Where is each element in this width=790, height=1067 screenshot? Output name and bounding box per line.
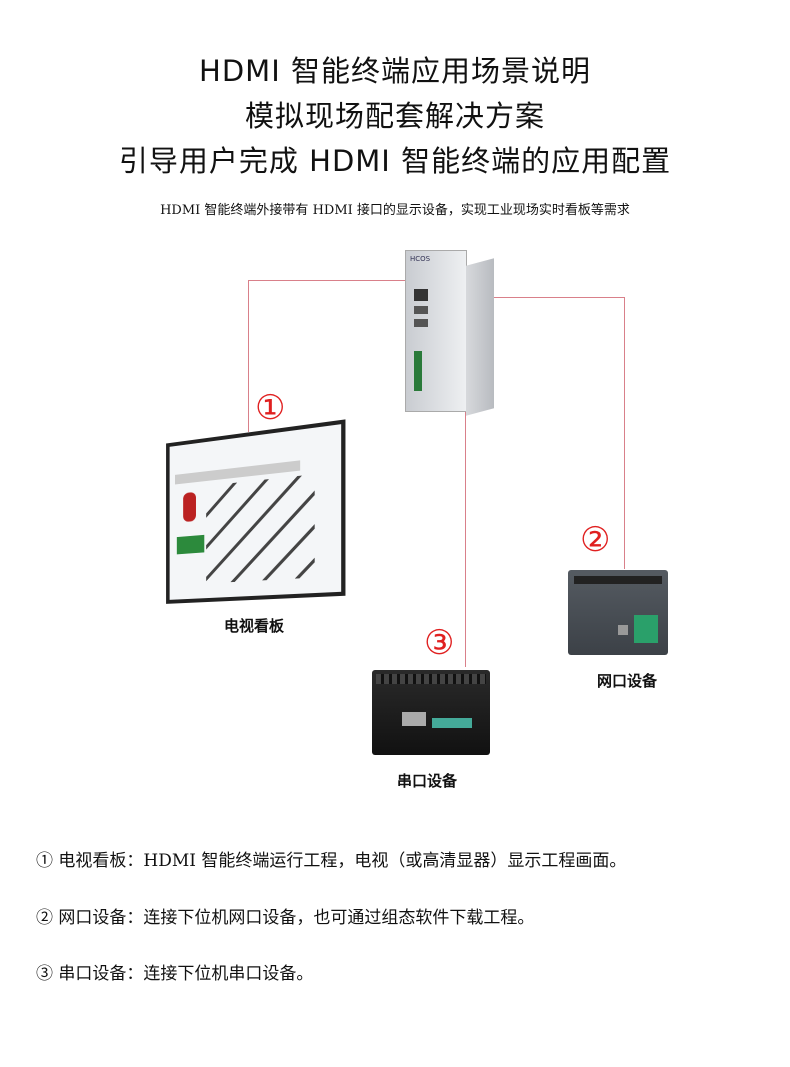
- tv-screen: [166, 419, 345, 603]
- marker-2: ②: [580, 520, 610, 560]
- terminal-strip: [376, 674, 486, 684]
- note-tv: ① 电视看板：HDMI 智能终端运行工程，电视（或高清显器）显示工程画面。: [36, 846, 626, 871]
- tv-label: 电视看板: [224, 615, 284, 636]
- network-connection-line: [624, 297, 625, 569]
- usb-port: [414, 319, 428, 327]
- network-plc-device: [568, 570, 668, 655]
- title-line-2: 模拟现场配套解决方案: [0, 93, 790, 135]
- indicator-panel: [177, 535, 204, 555]
- device-brand: HCOS: [410, 255, 430, 263]
- marker-3: ③: [424, 623, 454, 663]
- tv-connection-line: [248, 280, 249, 432]
- status-panel: [634, 615, 658, 643]
- tank-graphic: [183, 492, 196, 522]
- terminal-block: [414, 351, 422, 391]
- title-line-3: 引导用户完成 HDMI 智能终端的应用配置: [0, 138, 790, 180]
- serial-label: 串口设备: [397, 770, 457, 791]
- title-line-1: HDMI 智能终端应用场景说明: [0, 48, 790, 90]
- pipe-graphic: [206, 474, 315, 583]
- note-network: ② 网口设备：连接下位机网口设备，也可通过组态软件下载工程。: [36, 903, 534, 928]
- serial-port: [402, 712, 426, 726]
- indicator-leds: [432, 718, 472, 728]
- note-serial: ③ 串口设备：连接下位机串口设备。: [36, 959, 313, 984]
- device-side: [466, 258, 494, 416]
- usb-port: [414, 306, 428, 314]
- terminal-strip: [574, 576, 662, 584]
- marker-1: ①: [255, 388, 285, 428]
- ethernet-port: [618, 625, 628, 635]
- subtitle: HDMI 智能终端外接带有 HDMI 接口的显示设备，实现工业现场实时看板等需求: [0, 199, 790, 218]
- hdmi-terminal-device: HCOS: [405, 250, 467, 412]
- serial-plc-device: [372, 670, 490, 755]
- tv-connection-line-h: [248, 280, 410, 281]
- network-label: 网口设备: [597, 670, 657, 691]
- ethernet-port: [414, 289, 428, 301]
